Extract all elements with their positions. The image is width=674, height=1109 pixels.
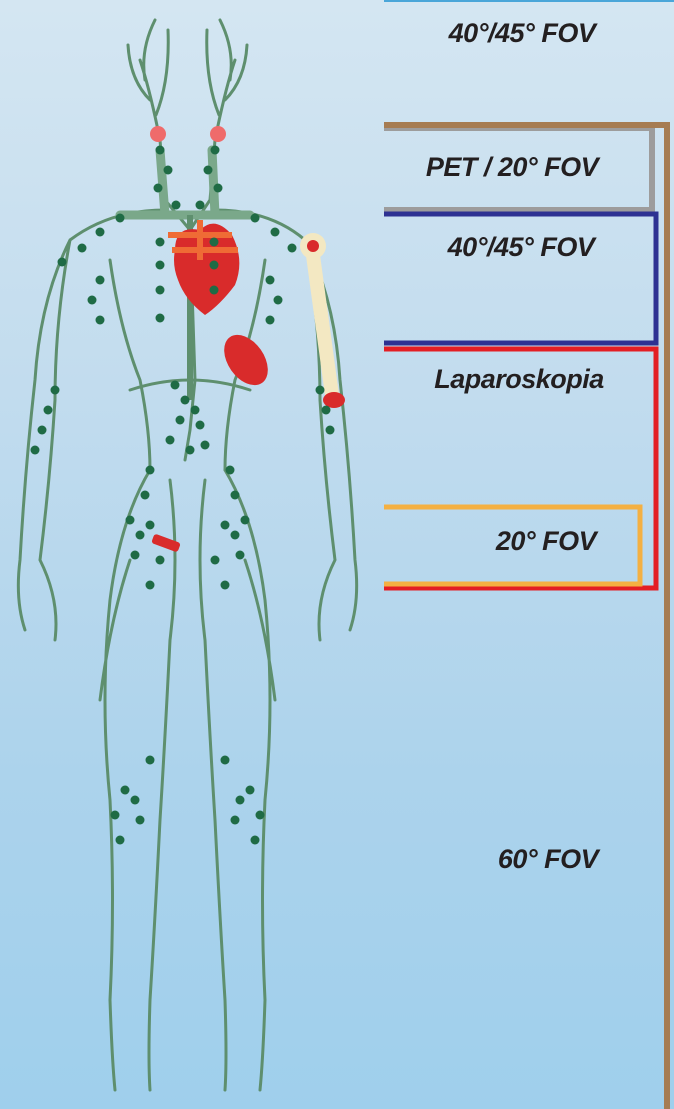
lymph-node <box>131 551 140 560</box>
right-gland <box>210 126 226 142</box>
lymph-node <box>131 796 140 805</box>
lymph-node <box>78 244 87 253</box>
lymph-node <box>236 551 245 560</box>
lymph-node <box>210 286 219 295</box>
whole-body-fov-label: 60° FOV <box>498 844 598 875</box>
lymph-node <box>164 166 173 175</box>
lymph-node <box>154 184 163 193</box>
lymph-node <box>231 491 240 500</box>
lymph-node <box>156 314 165 323</box>
lymph-node <box>246 786 255 795</box>
lymph-node <box>146 756 155 765</box>
lymph-node <box>116 836 125 845</box>
laparoscopy-label: Laparoskopia <box>434 364 604 395</box>
left-gland <box>150 126 166 142</box>
pelvis-fov-label: 20° FOV <box>496 526 596 557</box>
lymph-node <box>210 238 219 247</box>
humerus-bone <box>312 248 332 395</box>
lymph-node <box>96 316 105 325</box>
lymph-node <box>156 238 165 247</box>
lymph-node <box>96 228 105 237</box>
lymph-node <box>111 811 120 820</box>
lymph-node <box>210 261 219 270</box>
lymph-node <box>136 816 145 825</box>
lymph-node <box>266 276 275 285</box>
lymph-node <box>88 296 97 305</box>
lymph-node <box>322 406 331 415</box>
lymph-node <box>288 244 297 253</box>
lymph-node <box>146 466 155 475</box>
lymph-node <box>136 531 145 540</box>
left-leg-vessels <box>100 470 175 1090</box>
lymph-node <box>141 491 150 500</box>
lymph-node <box>121 786 130 795</box>
lymph-node <box>241 516 250 525</box>
lymph-node <box>326 426 335 435</box>
lymph-node <box>204 166 213 175</box>
lymph-node <box>126 516 135 525</box>
lymph-node <box>44 406 53 415</box>
right-leg-vessels <box>200 470 275 1090</box>
lymph-node <box>266 316 275 325</box>
pelvic-organ <box>151 534 181 553</box>
lymph-node <box>51 386 60 395</box>
lymph-node <box>316 386 325 395</box>
head-vessels-right <box>207 20 247 140</box>
lymph-node <box>31 446 40 455</box>
lymph-node <box>221 521 230 530</box>
lymph-node <box>256 811 265 820</box>
head-vessels-left <box>128 20 168 140</box>
lymph-node <box>116 214 125 223</box>
pet-fov-label: PET / 20° FOV <box>426 152 598 183</box>
organs <box>120 126 345 552</box>
lymphatic-body <box>18 20 356 1090</box>
lymph-node <box>236 796 245 805</box>
lymph-node <box>231 816 240 825</box>
lymph-node <box>146 581 155 590</box>
lymph-node <box>221 756 230 765</box>
lymph-node <box>176 416 185 425</box>
humerus-head-marrow <box>307 240 319 252</box>
lymph-node <box>186 446 195 455</box>
lymph-node <box>191 406 200 415</box>
lymph-node <box>156 286 165 295</box>
lymph-node <box>181 396 190 405</box>
lymph-node <box>226 466 235 475</box>
lymph-node <box>211 556 220 565</box>
lymph-node <box>211 146 220 155</box>
lymph-node <box>146 521 155 530</box>
lymph-node <box>171 381 180 390</box>
lymph-node <box>96 276 105 285</box>
lymph-node <box>274 296 283 305</box>
lymph-node <box>196 201 205 210</box>
lymph-node <box>172 201 181 210</box>
lymph-node <box>156 556 165 565</box>
whole-body-region-bracket <box>384 125 667 1109</box>
head-fov-label: 40°/45° FOV <box>449 18 596 49</box>
lymph-node <box>156 146 165 155</box>
lymph-node <box>231 531 240 540</box>
chest-fov-label: 40°/45° FOV <box>448 232 595 263</box>
lymph-node <box>166 436 175 445</box>
lymph-node <box>271 228 280 237</box>
lymph-node <box>214 184 223 193</box>
lymph-node <box>251 214 260 223</box>
lymph-node <box>38 426 47 435</box>
great-vessels <box>120 150 250 215</box>
lymph-node <box>221 581 230 590</box>
lymph-node <box>196 421 205 430</box>
left-arm-vessels <box>18 210 165 640</box>
lymph-node <box>58 258 67 267</box>
lymph-node <box>251 836 260 845</box>
lymph-node <box>201 441 210 450</box>
lymph-node <box>156 261 165 270</box>
